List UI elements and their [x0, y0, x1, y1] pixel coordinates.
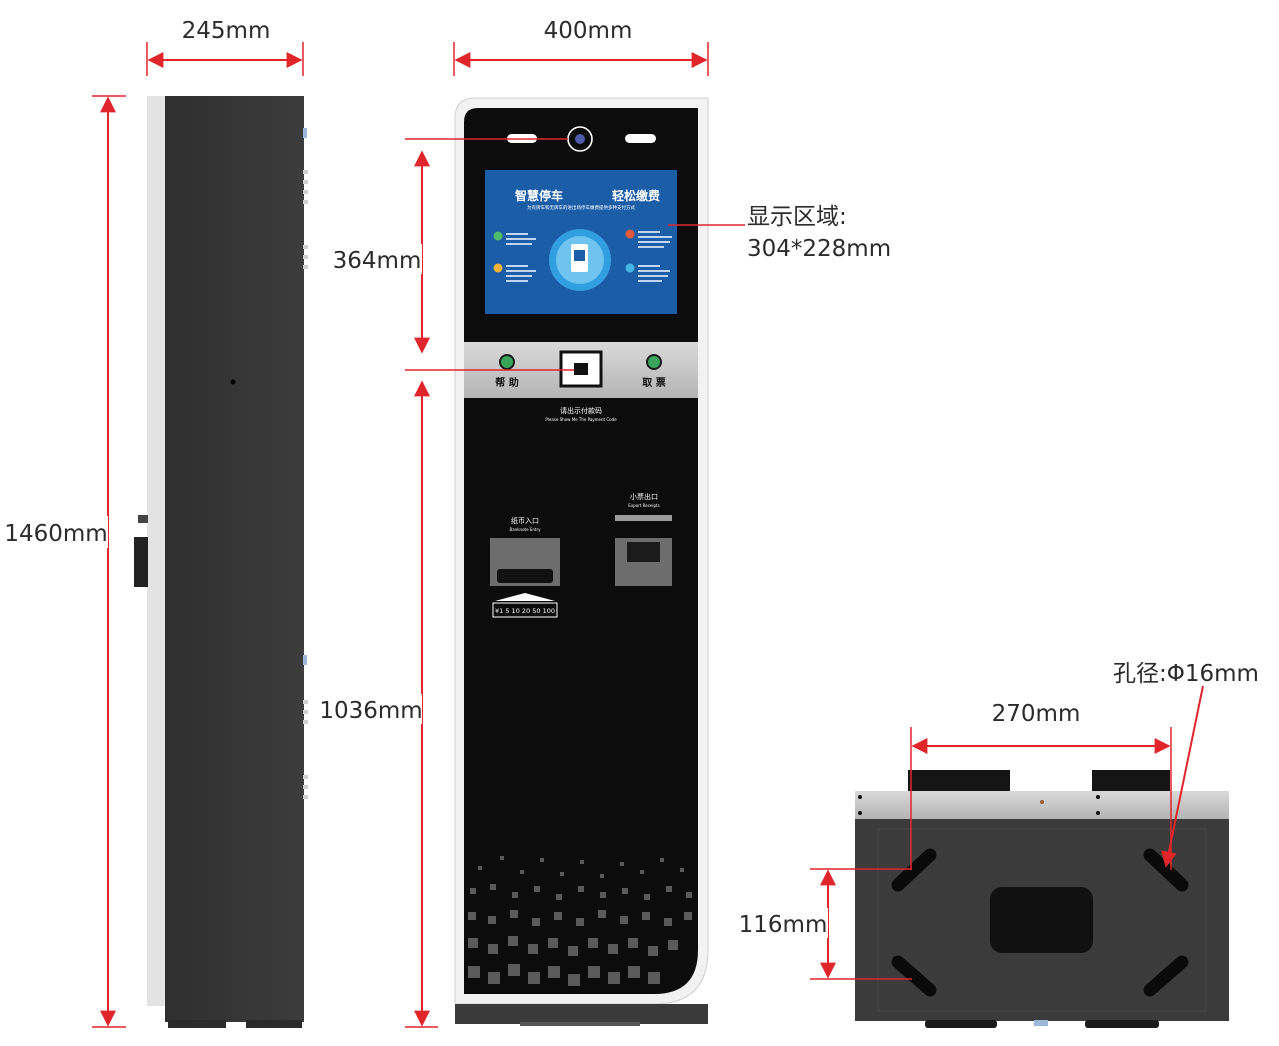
side-lock-hole	[230, 379, 236, 385]
front-base	[455, 1004, 708, 1024]
qr-scanner-window	[574, 363, 588, 375]
lower-height-label: 1036mm	[319, 698, 422, 724]
side-width-label: 245mm	[182, 18, 271, 44]
mount-slot-bottom-right	[1143, 955, 1189, 997]
ticket-button[interactable]	[646, 354, 662, 370]
feature-icon-3	[625, 229, 635, 239]
feature-icon-4	[625, 263, 635, 273]
total-height-label: 1460mm	[4, 521, 107, 547]
right-light	[625, 134, 656, 143]
side-foot-front	[168, 1020, 226, 1028]
denomination-text: ¥1 5 10 20 50 100	[495, 607, 555, 615]
camera-icon	[575, 134, 585, 144]
bottom-foot-left	[925, 1020, 997, 1028]
center-cutout	[990, 887, 1093, 953]
hole-diameter-label: 孔径:Φ16mm	[1113, 661, 1259, 687]
feature-icon-1	[493, 231, 503, 241]
side-front-edge	[147, 96, 169, 1006]
receipt-label-en: Export Receipts	[628, 503, 659, 508]
banknote-label-en: Banknote Entry	[510, 527, 542, 532]
screen-zone-height-label: 364mm	[333, 248, 422, 274]
banknote-slot[interactable]	[497, 569, 553, 583]
side-foot-back	[246, 1020, 302, 1028]
dim-hole-vertical: 116mm	[738, 868, 912, 980]
side-handle-top	[138, 515, 148, 523]
front-base-shadow	[520, 1022, 640, 1026]
denomination-box	[492, 602, 558, 618]
dim-front-width: 400mm	[453, 18, 709, 76]
display-area-label: 显示区域:	[747, 204, 847, 230]
receipt-slot[interactable]	[615, 515, 672, 521]
display-area-size: 304*228mm	[747, 236, 891, 262]
display-screen: 智慧停车 轻松缴费 为有牌车和无牌车的进出场停车缴费提供多种支付方式	[485, 170, 677, 314]
help-label: 帮 助	[495, 376, 518, 389]
dim-side-width: 245mm	[146, 18, 304, 76]
dim-screen-zone: 364mm	[332, 138, 574, 371]
feature-icon-2	[493, 263, 503, 273]
hole-spacing-label: 270mm	[992, 701, 1081, 727]
hole-vertical-label: 116mm	[739, 912, 828, 938]
bottom-accent	[1034, 1020, 1048, 1026]
front-view: 智慧停车 轻松缴费 为有牌车和无牌车的进出场停车缴费提供多种支付方式 帮 助	[454, 97, 709, 1026]
top-bracket-left	[908, 770, 1010, 792]
dim-lower-height: 1036mm	[319, 380, 438, 1028]
bottom-foot-right	[1085, 1020, 1159, 1028]
front-panel	[464, 108, 698, 994]
dim-hole-spacing: 270mm	[910, 701, 1172, 870]
display-area-callout: 显示区域: 304*228mm	[668, 204, 891, 262]
qr-code-icon	[574, 250, 585, 261]
banknote-label-cn: 纸币入口	[511, 516, 539, 525]
side-body	[165, 96, 304, 1022]
side-accent-top	[303, 128, 307, 138]
receipt-label-cn: 小票出口	[630, 492, 658, 501]
hole-diameter-callout: 孔径:Φ16mm	[1113, 661, 1259, 868]
help-button[interactable]	[499, 354, 515, 370]
side-handle	[134, 537, 148, 587]
front-width-label: 400mm	[544, 18, 633, 44]
screen-feature-text-lines	[506, 231, 672, 282]
screen-headline-left: 智慧停车	[514, 188, 563, 203]
side-accent-mid	[303, 655, 307, 665]
decorative-dot-pattern	[468, 856, 692, 986]
top-bracket-right	[1092, 770, 1170, 792]
ticket-label: 取 票	[642, 377, 665, 389]
receipt-opening	[627, 542, 660, 562]
dim-total-height: 1460mm	[4, 95, 126, 1028]
base-outline	[877, 828, 1207, 1012]
side-view	[134, 96, 308, 1028]
payment-prompt-en: Please Show Me The Payment Code	[545, 417, 617, 422]
side-vents	[303, 170, 308, 799]
mount-slot-top-right	[1143, 848, 1189, 892]
payment-prompt-cn: 请出示付款码	[560, 406, 602, 415]
mount-slot-bottom-left	[891, 955, 937, 997]
steel-plate	[855, 791, 1229, 819]
screen-headline-right: 轻松缴费	[612, 188, 660, 203]
mount-slot-top-left	[891, 848, 937, 892]
screen-subline: 为有牌车和无牌车的进出场停车缴费提供多种支付方式	[527, 204, 635, 211]
banknote-arrow-icon	[495, 593, 555, 601]
